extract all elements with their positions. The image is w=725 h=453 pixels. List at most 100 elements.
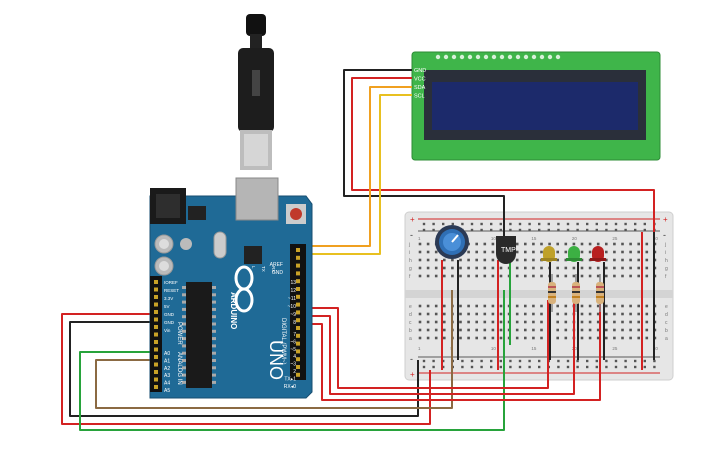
row-letter: j <box>664 242 666 248</box>
power-pin-label: Vin <box>164 328 171 333</box>
row-letter: e <box>409 304 412 310</box>
digital-pin-label: 13 <box>290 280 296 286</box>
lcd-header-hole <box>531 54 537 60</box>
lcd-header-hole <box>491 54 497 60</box>
rail-plus-label-bottom: + <box>410 370 415 379</box>
digital-pin-label: 2 <box>293 369 296 375</box>
lcd-pin-label: SCL <box>414 94 425 100</box>
resistor-1 <box>548 274 556 312</box>
column-number: 1 <box>418 346 421 351</box>
lcd-header-hole <box>547 54 553 60</box>
row-letter: a <box>665 336 668 342</box>
lcd-pin-label: SDA <box>414 85 426 91</box>
sensor-label: TMP <box>501 247 516 254</box>
lcd-header-hole <box>451 54 457 60</box>
lcd-header-hole <box>467 54 473 60</box>
column-number: 20 <box>572 236 578 241</box>
row-letter: j <box>408 242 410 248</box>
board-led-label: RX <box>271 266 276 272</box>
temperature-sensor[interactable]: TMP <box>496 236 516 264</box>
rail-minus-label-right: - <box>663 230 666 240</box>
led-yellow <box>541 246 557 262</box>
lcd-header-hole <box>443 54 449 60</box>
column-number: 25 <box>612 236 618 241</box>
row-letter: b <box>665 328 668 334</box>
rail-minus-label-bottom: - <box>410 354 413 364</box>
row-letter: i <box>409 250 410 256</box>
column-number: 25 <box>612 346 618 351</box>
wire-lcd-vcc <box>351 77 655 232</box>
wire-lcd-gnd <box>343 69 505 240</box>
column-number: 15 <box>531 346 537 351</box>
lcd-header-hole <box>483 54 489 60</box>
arduino-model: UNO <box>266 340 286 380</box>
rail-plus-label-right: + <box>663 215 668 224</box>
analog-pin-label: A1 <box>164 358 170 364</box>
row-letter: e <box>665 304 668 310</box>
analog-pin-label: A3 <box>164 373 170 379</box>
lcd-header-hole <box>515 54 521 60</box>
wire-lcd-sda <box>303 86 412 247</box>
column-number: 30 <box>653 346 659 351</box>
lcd-header-hole <box>475 54 481 60</box>
arduino-logo <box>234 265 254 313</box>
lcd-header-hole <box>523 54 529 60</box>
row-letter: a <box>409 336 412 342</box>
digital-pin-label: 7 <box>293 332 296 338</box>
digital-pin-label: 8 <box>293 320 296 326</box>
resistor-3 <box>596 274 604 312</box>
power-pin-label: RESET <box>164 288 179 293</box>
digital-pin-label: TX▸1 <box>284 376 296 382</box>
lcd-header-hole <box>499 54 505 60</box>
row-letter: g <box>665 266 668 272</box>
board-led-label: TX <box>261 266 266 272</box>
wire-gnd <box>69 321 419 417</box>
row-letter: g <box>409 266 412 272</box>
analog-pin-label: A5 <box>164 388 170 394</box>
row-letter: i <box>665 250 666 256</box>
wire-5v <box>61 313 431 425</box>
row-letter: d <box>409 312 412 318</box>
lcd-pin-label: GND <box>414 68 426 74</box>
row-letter: f <box>409 274 411 280</box>
usb-cable <box>238 14 274 170</box>
digital-pin-label: GND <box>272 270 284 276</box>
row-letter: c <box>409 320 412 326</box>
power-pin-label: GND <box>164 320 175 325</box>
column-number: 10 <box>491 236 497 241</box>
analog-label: ANALOG IN <box>176 352 182 385</box>
wire-lcd-scl <box>303 94 412 255</box>
lcd-header-hole <box>507 54 513 60</box>
wire-a0 <box>79 290 505 431</box>
digital-pin-label: 4 <box>293 354 296 360</box>
row-letter: b <box>409 328 412 334</box>
analog-pin-label: A4 <box>164 381 170 387</box>
digital-pin-label: AREF <box>270 262 283 268</box>
digital-label: DIGITAL (PWM~) <box>280 318 286 365</box>
power-pin-label: 3.3V <box>164 296 173 301</box>
analog-pin-label: A0 <box>164 351 170 357</box>
wire-a1 <box>95 290 453 409</box>
digital-pin-label: RX◂0 <box>284 384 296 390</box>
lcd-header-hole <box>459 54 465 60</box>
rail-plus-label: + <box>410 215 415 224</box>
resistor-2 <box>572 274 580 312</box>
digital-pin-label: ~6 <box>290 339 296 345</box>
wires <box>61 69 655 431</box>
rail-minus-label: - <box>410 230 413 240</box>
column-number: 10 <box>491 346 497 351</box>
column-number: 30 <box>653 236 659 241</box>
wire-d10 <box>303 300 549 389</box>
potentiometer[interactable] <box>435 225 469 259</box>
led-green <box>566 246 582 262</box>
lcd-header-hole <box>435 54 441 60</box>
wire-d9 <box>303 300 575 395</box>
wire-d8 <box>303 300 601 401</box>
digital-pin-label: 12 <box>290 288 296 294</box>
led-red <box>590 246 606 262</box>
column-number: 1 <box>418 236 421 241</box>
power-pin-label: GND <box>164 312 175 317</box>
